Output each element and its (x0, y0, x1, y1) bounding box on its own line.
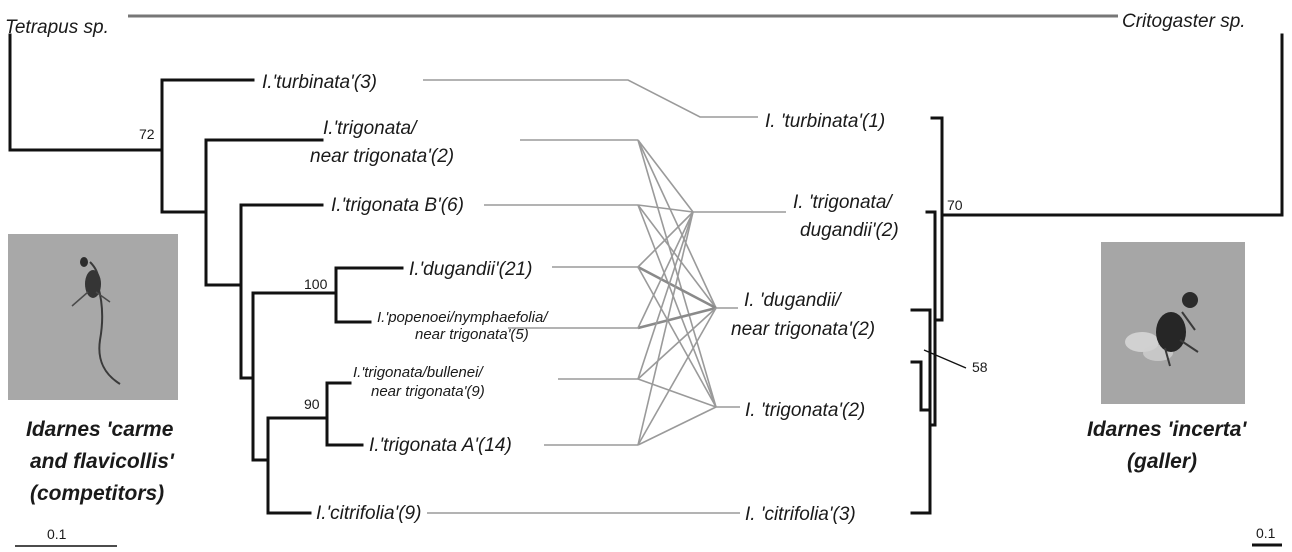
right-tree-branches (910, 33, 1284, 515)
left-wasp-photo (8, 234, 178, 400)
left-taxon-bullenei-line2: near trigonata'(9) (371, 383, 485, 400)
outgroup-left-label: Tetrapus sp. (5, 17, 109, 38)
right-caption-line2: (galler) (1127, 450, 1197, 473)
left-taxon-trigonata-line1: I.'trigonata/ (323, 118, 418, 139)
left-caption-line3: (competitors) (30, 482, 164, 505)
left-taxon-trigonata-b: I.'trigonata B'(6) (331, 195, 464, 216)
bootstrap-58-pointer (923, 349, 967, 369)
right-scale-label: 0.1 (1256, 525, 1276, 541)
left-taxon-popenoei-line1: I.'popenoei/nymphaefolia/ (377, 309, 549, 326)
right-taxon-trigonata-dugandii-line2: dugandii'(2) (800, 220, 899, 241)
bootstrap-100: 100 (304, 276, 328, 292)
left-caption-line2: and flavicollis' (30, 450, 175, 473)
left-taxon-trigonata-line2: near trigonata'(2) (310, 146, 454, 167)
left-taxon-trigonata-a: I.'trigonata A'(14) (369, 435, 512, 456)
bootstrap-90: 90 (304, 396, 320, 412)
right-taxon-dugandii-near-line2: near trigonata'(2) (731, 319, 875, 340)
left-scale-label: 0.1 (47, 526, 67, 542)
right-taxon-trigonata: I. 'trigonata'(2) (745, 400, 865, 421)
right-taxon-turbinata: I. 'turbinata'(1) (765, 111, 885, 132)
association-lines (423, 79, 786, 514)
right-taxon-dugandii-near-line1: I. 'dugandii/ (744, 290, 842, 311)
bootstrap-72: 72 (139, 126, 155, 142)
bootstrap-70: 70 (947, 197, 963, 213)
left-taxon-turbinata: I.'turbinata'(3) (262, 72, 377, 93)
right-taxon-citrifolia: I. 'citrifolia'(3) (745, 504, 856, 525)
left-tree-branches (8, 33, 404, 515)
left-caption-line1: Idarnes 'carme (26, 418, 174, 441)
outgroup-right-label: Critogaster sp. (1122, 11, 1246, 32)
left-taxon-bullenei-line1: I.'trigonata/bullenei/ (353, 364, 484, 381)
left-taxon-dugandii: I.'dugandii'(21) (409, 259, 532, 280)
right-wasp-photo (1101, 242, 1245, 404)
left-taxon-citrifolia: I.'citrifolia'(9) (316, 503, 421, 524)
bootstrap-58: 58 (972, 359, 988, 375)
right-taxon-trigonata-dugandii-line1: I. 'trigonata/ (793, 192, 893, 213)
left-taxon-popenoei-line2: near trigonata'(5) (415, 326, 529, 343)
right-caption-line1: Idarnes 'incerta' (1087, 418, 1247, 441)
